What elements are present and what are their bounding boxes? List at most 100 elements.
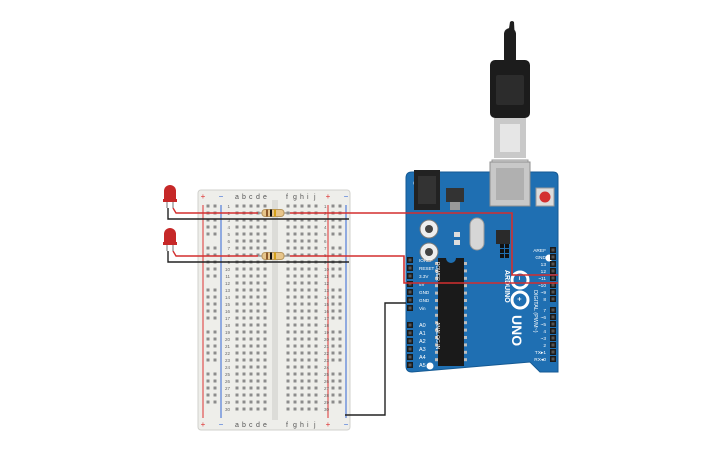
breadboard-hole[interactable]	[300, 323, 304, 327]
breadboard-hole[interactable]	[307, 386, 311, 390]
breadboard-hole[interactable]	[235, 281, 239, 285]
breadboard-hole[interactable]	[256, 246, 260, 250]
breadboard-hole[interactable]	[249, 218, 253, 222]
led1-cathode-wire[interactable]	[167, 208, 349, 220]
breadboard-hole[interactable]	[242, 204, 246, 208]
breadboard-hole[interactable]	[286, 365, 290, 369]
breadboard-hole[interactable]	[314, 407, 318, 411]
breadboard-hole[interactable]	[235, 316, 239, 320]
breadboard-hole[interactable]	[242, 386, 246, 390]
breadboard-hole[interactable]	[314, 323, 318, 327]
breadboard-hole[interactable]	[263, 302, 267, 306]
rail-hole[interactable]	[213, 274, 217, 278]
breadboard-hole[interactable]	[235, 386, 239, 390]
breadboard-hole[interactable]	[263, 351, 267, 355]
breadboard-hole[interactable]	[256, 274, 260, 278]
breadboard-hole[interactable]	[263, 400, 267, 404]
breadboard-hole[interactable]	[263, 267, 267, 271]
breadboard-hole[interactable]	[249, 295, 253, 299]
rail-hole[interactable]	[213, 288, 217, 292]
breadboard-hole[interactable]	[235, 309, 239, 313]
rail-hole[interactable]	[338, 302, 342, 306]
rail-hole[interactable]	[206, 267, 210, 271]
breadboard-hole[interactable]	[263, 274, 267, 278]
breadboard-hole[interactable]	[242, 253, 246, 257]
breadboard-hole[interactable]	[249, 407, 253, 411]
breadboard-hole[interactable]	[286, 302, 290, 306]
breadboard-hole[interactable]	[293, 232, 297, 236]
breadboard-hole[interactable]	[286, 344, 290, 348]
breadboard-hole[interactable]	[263, 281, 267, 285]
breadboard-hole[interactable]	[256, 379, 260, 383]
breadboard-hole[interactable]	[286, 274, 290, 278]
breadboard-hole[interactable]	[249, 358, 253, 362]
breadboard-hole[interactable]	[242, 309, 246, 313]
breadboard-hole[interactable]	[314, 344, 318, 348]
rail-hole[interactable]	[331, 274, 335, 278]
rail-hole[interactable]	[331, 267, 335, 271]
breadboard-hole[interactable]	[300, 225, 304, 229]
breadboard-hole[interactable]	[235, 218, 239, 222]
breadboard-hole[interactable]	[249, 246, 253, 250]
breadboard-hole[interactable]	[293, 407, 297, 411]
signal-wire-pin-11[interactable]	[290, 255, 558, 284]
breadboard-hole[interactable]	[263, 295, 267, 299]
led2-cathode-wire[interactable]	[167, 251, 349, 263]
breadboard-hole[interactable]	[286, 232, 290, 236]
breadboard-hole[interactable]	[242, 267, 246, 271]
rail-hole[interactable]	[206, 372, 210, 376]
breadboard-hole[interactable]	[293, 288, 297, 292]
rail-hole[interactable]	[338, 393, 342, 397]
rail-hole[interactable]	[213, 379, 217, 383]
breadboard-hole[interactable]	[235, 337, 239, 341]
breadboard-hole[interactable]	[242, 365, 246, 369]
breadboard-hole[interactable]	[235, 351, 239, 355]
breadboard-hole[interactable]	[256, 232, 260, 236]
rail-hole[interactable]	[331, 372, 335, 376]
breadboard-hole[interactable]	[249, 393, 253, 397]
breadboard-hole[interactable]	[249, 323, 253, 327]
breadboard-hole[interactable]	[286, 386, 290, 390]
breadboard-hole[interactable]	[235, 407, 239, 411]
breadboard-hole[interactable]	[307, 316, 311, 320]
power-header[interactable]	[407, 257, 413, 311]
breadboard-hole[interactable]	[300, 372, 304, 376]
breadboard-hole[interactable]	[300, 218, 304, 222]
breadboard-hole[interactable]	[263, 372, 267, 376]
breadboard-hole[interactable]	[293, 246, 297, 250]
breadboard-hole[interactable]	[314, 204, 318, 208]
breadboard-hole[interactable]	[300, 232, 304, 236]
breadboard-hole[interactable]	[235, 365, 239, 369]
wires[interactable]	[167, 207, 558, 416]
breadboard-hole[interactable]	[242, 400, 246, 404]
breadboard-hole[interactable]	[242, 225, 246, 229]
rail-hole[interactable]	[206, 386, 210, 390]
breadboard-hole[interactable]	[307, 407, 311, 411]
breadboard-hole[interactable]	[242, 330, 246, 334]
breadboard-hole[interactable]	[314, 218, 318, 222]
rail-hole[interactable]	[206, 330, 210, 334]
breadboard-hole[interactable]	[242, 239, 246, 243]
breadboard-hole[interactable]	[307, 337, 311, 341]
breadboard-hole[interactable]	[293, 372, 297, 376]
breadboard-hole[interactable]	[286, 309, 290, 313]
breadboard-hole[interactable]	[235, 288, 239, 292]
breadboard-hole[interactable]	[256, 302, 260, 306]
breadboard-hole[interactable]	[263, 232, 267, 236]
breadboard-hole[interactable]	[307, 379, 311, 383]
breadboard-hole[interactable]	[293, 302, 297, 306]
breadboard-hole[interactable]	[242, 407, 246, 411]
rail-hole[interactable]	[331, 253, 335, 257]
rail-hole[interactable]	[213, 351, 217, 355]
led-2[interactable]	[163, 228, 177, 251]
breadboard-hole[interactable]	[314, 253, 318, 257]
breadboard-hole[interactable]	[293, 253, 297, 257]
breadboard-hole[interactable]	[235, 253, 239, 257]
rail-hole[interactable]	[331, 393, 335, 397]
breadboard-hole[interactable]	[300, 302, 304, 306]
breadboard-hole[interactable]	[286, 358, 290, 362]
rail-hole[interactable]	[338, 358, 342, 362]
rail-hole[interactable]	[331, 309, 335, 313]
rail-hole[interactable]	[338, 386, 342, 390]
rail-hole[interactable]	[338, 232, 342, 236]
